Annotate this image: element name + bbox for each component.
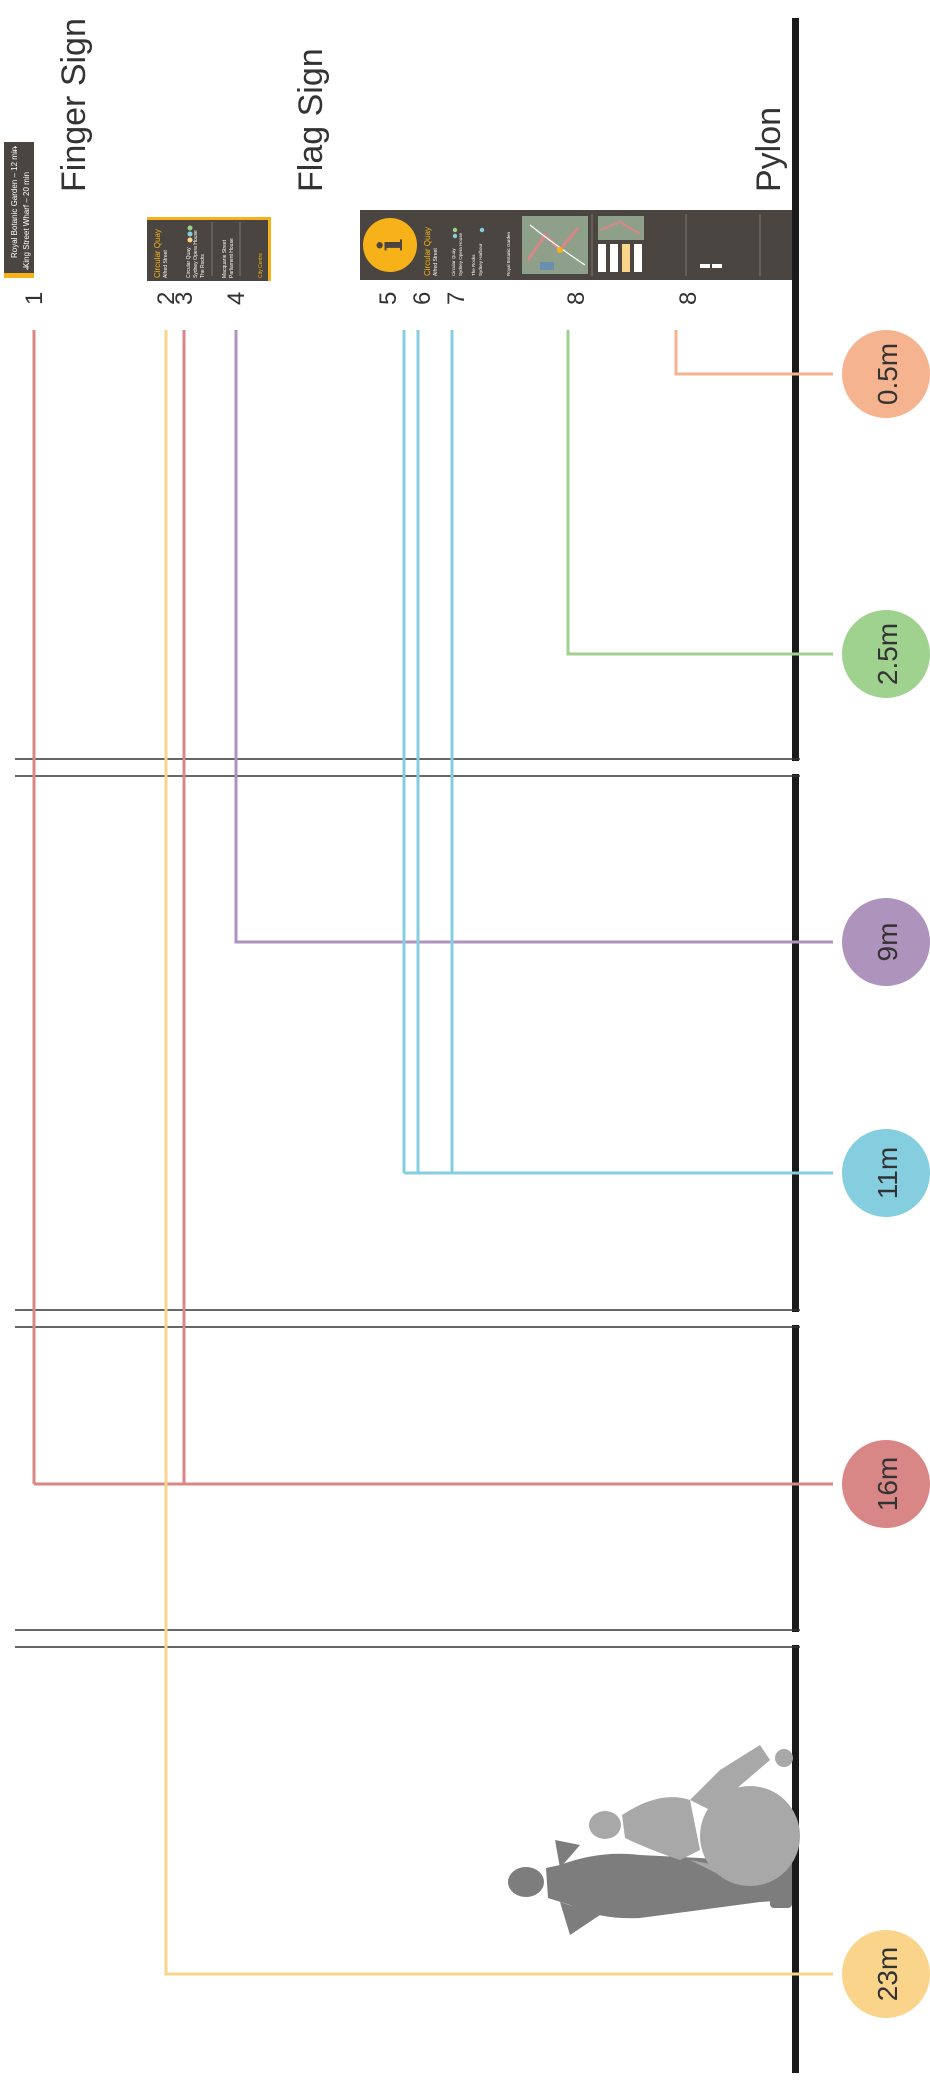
pylon-row-2: Sydney Opera House — [458, 232, 463, 276]
element-number-8a: 8 — [563, 292, 590, 305]
distance-label-11m: 11m — [872, 1147, 903, 1199]
distance-label-23m: 23m — [872, 1947, 903, 2001]
flag-sign-row-6: City Centre — [258, 253, 264, 278]
element-number-5: 5 — [375, 292, 402, 305]
leader-line-9m — [236, 330, 833, 942]
ground-line — [792, 18, 799, 2073]
leader-line-23m — [166, 330, 833, 1974]
finger-sign-line1: Royal Botanic Garden – 12 min — [10, 147, 19, 258]
distance-label-16m: 16m — [872, 1457, 903, 1511]
person-silhouettes — [508, 1745, 800, 1935]
finger-sign-line2: King Street Wharf – 20 min — [22, 172, 31, 268]
flag-sign-row-4: Macquarie Street — [222, 239, 228, 278]
info-symbol: i — [371, 238, 411, 251]
section-breaks — [15, 759, 800, 1647]
arrow-right-icon: → — [9, 144, 20, 154]
distance-label-2-5m: 2.5m — [872, 623, 903, 685]
pylon-title: Circular Quay — [423, 227, 432, 276]
pylon-row-5: Royal Botanic Garden — [506, 231, 511, 276]
pylon-sign: i Circular Quay Alfred Street Circular Q… — [360, 210, 792, 280]
element-number-4: 4 — [223, 292, 250, 305]
finger-sign: Royal Botanic Garden – 12 min King Stree… — [4, 142, 34, 278]
distance-label-9m: 9m — [872, 923, 903, 962]
pylon-row-4: Sydney Harbour — [478, 243, 483, 276]
leader-lines — [34, 330, 833, 1974]
pylon-label: Pylon — [750, 107, 788, 192]
flag-sign-subtitle: Alfred Street — [163, 250, 169, 278]
pylon-map — [522, 216, 588, 274]
pylon-row-1: Circular Quay — [451, 248, 456, 276]
flag-sign-title: Circular Quay — [153, 229, 162, 278]
distance-markers: 0.5m 2.5m 9m 11m 16m 23m — [842, 330, 930, 2018]
distance-label-0-5m: 0.5m — [872, 343, 903, 405]
finger-sign-label: Finger Sign — [55, 18, 93, 192]
pylon-subtitle: Alfred Street — [433, 248, 439, 276]
element-number-7: 7 — [443, 292, 470, 305]
flag-sign-row-5: Parliament House — [229, 238, 235, 278]
pylon-row-3: The Rocks — [471, 254, 476, 276]
element-number-1: 1 — [21, 292, 48, 305]
element-numbers: 1 2 3 4 5 6 7 8 8 — [21, 292, 702, 305]
leader-line-0-5m — [676, 330, 833, 374]
element-number-3: 3 — [171, 292, 198, 305]
element-number-8b: 8 — [675, 292, 702, 305]
element-number-6: 6 — [409, 292, 436, 305]
flag-sign-label: Flag Sign — [292, 48, 330, 192]
arrow-left-icon: ← — [21, 262, 32, 272]
flag-sign: Circular Quay Alfred Street Circular Qua… — [147, 217, 271, 281]
flag-sign-row-2: Sydney Opera House — [193, 230, 199, 278]
flag-sign-row-1: Circular Quay — [186, 247, 192, 278]
flag-sign-row-3: The Rocks — [200, 254, 206, 278]
